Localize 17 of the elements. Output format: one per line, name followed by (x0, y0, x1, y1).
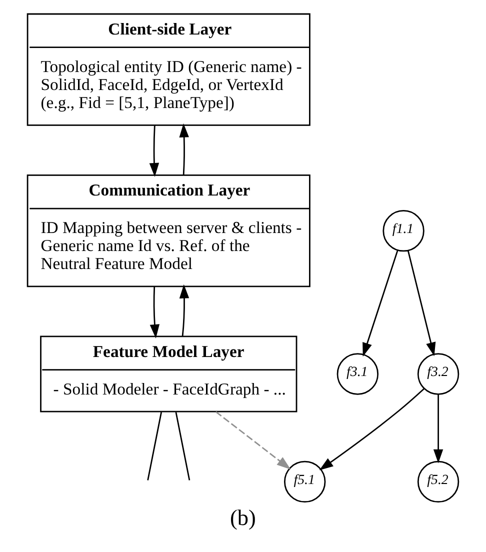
connector (147, 412, 162, 480)
node-circle: f5.1 (284, 460, 326, 503)
arrow (433, 394, 444, 464)
node-circle: f3.1 (336, 353, 379, 395)
connector (175, 412, 190, 480)
arrow (215, 411, 291, 470)
arrow (150, 286, 160, 338)
arrow (362, 250, 398, 357)
caption: (b) (230, 505, 256, 530)
arrow (179, 284, 190, 336)
node-circle: f5.2 (417, 460, 460, 503)
arrow (179, 123, 189, 175)
arrow (149, 125, 160, 177)
node-circle: f3.2 (417, 353, 460, 395)
node-circle: f1.1 (382, 210, 424, 252)
arrow (319, 388, 424, 470)
arrow (407, 250, 436, 356)
